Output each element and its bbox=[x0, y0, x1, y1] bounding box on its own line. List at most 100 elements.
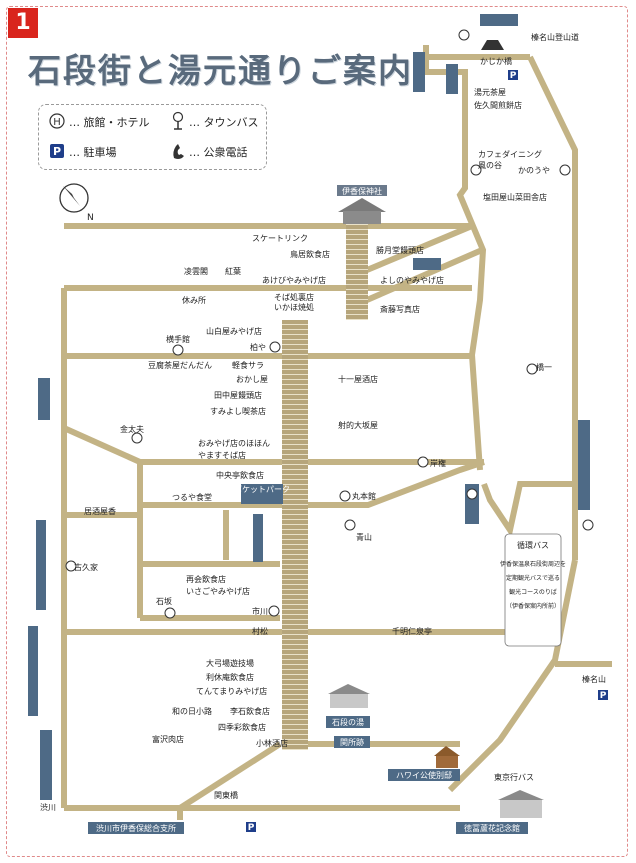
parking-icon: P bbox=[50, 144, 64, 158]
svg-text:渋川: 渋川 bbox=[40, 802, 56, 812]
svg-text:H: H bbox=[53, 117, 61, 128]
dashed-frame bbox=[6, 6, 628, 857]
svg-text:古久家: 古久家 bbox=[74, 562, 98, 572]
svg-text:N: N bbox=[87, 213, 94, 223]
svg-text:かじか橋: かじか橋 bbox=[480, 56, 512, 66]
shibukawa-shisho-sign: 渋川市伊香保総合支所 bbox=[96, 823, 176, 833]
page-number-badge: 1 bbox=[8, 8, 38, 38]
svg-text:和の日小路: 和の日小路 bbox=[172, 706, 212, 716]
svg-text:いさごやみやげ店: いさごやみやげ店 bbox=[186, 586, 250, 596]
svg-text:柏や: 柏や bbox=[250, 342, 266, 352]
svg-text:榛名山: 榛名山 bbox=[582, 674, 606, 684]
svg-text:村松: 村松 bbox=[252, 626, 268, 636]
legend: H … 旅館・ホテル … タウンバス P … 駐車場 … 公衆電話 bbox=[38, 104, 267, 170]
parking-markers: P P P bbox=[246, 70, 608, 833]
svg-text:大弓場遊技場: 大弓場遊技場 bbox=[206, 658, 254, 668]
svg-text:豆腐茶屋だんだん: 豆腐茶屋だんだん bbox=[148, 360, 212, 370]
svg-text:中央亭飲食店: 中央亭飲食店 bbox=[216, 470, 264, 480]
svg-text:岸権: 岸権 bbox=[430, 458, 446, 468]
svg-text:いかほ焼処: いかほ焼処 bbox=[274, 302, 314, 312]
svg-text:榛名山登山道: 榛名山登山道 bbox=[531, 32, 579, 42]
svg-text:千明仁泉亭: 千明仁泉亭 bbox=[392, 626, 432, 636]
svg-text:てんてまりみやげ店: てんてまりみやげ店 bbox=[196, 686, 267, 696]
svg-text:（伊香保案内所前）: （伊香保案内所前） bbox=[506, 602, 560, 610]
svg-text:観光コースのりば: 観光コースのりば bbox=[509, 588, 557, 596]
svg-text:十一屋酒店: 十一屋酒店 bbox=[338, 374, 378, 384]
street-labels: スケートリンク 榛名山登山道 かじか橋 湯元茶屋 佐久間煎餅店 カフェダイニング… bbox=[40, 32, 606, 812]
svg-text:関東橋: 関東橋 bbox=[214, 790, 238, 800]
stone-stairway bbox=[282, 320, 308, 750]
svg-text:P: P bbox=[248, 823, 255, 833]
building-illustrations bbox=[328, 40, 544, 818]
svg-text:スケートリンク: スケートリンク bbox=[252, 234, 308, 243]
svg-text:よしのやみやげ店: よしのやみやげ店 bbox=[380, 275, 444, 285]
svg-text:鳥居飲食店: 鳥居飲食店 bbox=[290, 249, 330, 259]
bus-stop-icon bbox=[172, 111, 184, 130]
svg-text:勝月堂饅頭店: 勝月堂饅頭店 bbox=[376, 245, 424, 255]
hotel-icon: H bbox=[49, 113, 65, 129]
svg-text:休み所: 休み所 bbox=[182, 295, 206, 305]
legend-hotel-label: … 旅館・ホテル bbox=[69, 116, 150, 129]
svg-text:かのうや: かのうや bbox=[518, 166, 550, 175]
svg-text:やますそば店: やますそば店 bbox=[198, 450, 246, 460]
svg-text:紅葉: 紅葉 bbox=[225, 266, 241, 276]
svg-text:再会飲食店: 再会飲食店 bbox=[186, 574, 226, 584]
svg-text:利休庵飲食店: 利休庵飲食店 bbox=[206, 672, 254, 682]
svg-text:斎藤写真店: 斎藤写真店 bbox=[380, 304, 420, 314]
svg-text:P: P bbox=[510, 71, 517, 81]
svg-text:金太夫: 金太夫 bbox=[120, 424, 144, 434]
svg-text:循環バス: 循環バス bbox=[517, 540, 549, 550]
svg-text:塩田屋山菜田舎店: 塩田屋山菜田舎店 bbox=[483, 192, 547, 202]
svg-text:つるや食堂: つるや食堂 bbox=[172, 492, 212, 502]
legend-phone-label: … 公衆電話 bbox=[189, 146, 248, 159]
svg-text:石坂: 石坂 bbox=[156, 596, 172, 606]
svg-text:東京行バス: 東京行バス bbox=[494, 772, 534, 782]
svg-text:すみよし喫茶店: すみよし喫茶店 bbox=[210, 406, 266, 416]
pocket-park-sign: ポケットパーク bbox=[234, 485, 290, 494]
ikaho-shrine: 伊香保神社 bbox=[337, 185, 387, 224]
svg-text:山白屋みやげ店: 山白屋みやげ店 bbox=[206, 326, 262, 336]
svg-text:田中屋饅頭店: 田中屋饅頭店 bbox=[214, 390, 262, 400]
svg-text:あけびやみやげ店: あけびやみやげ店 bbox=[262, 275, 326, 285]
hawaii-sign: ハワイ公使別邸 bbox=[396, 770, 452, 780]
svg-text:居酒屋香: 居酒屋香 bbox=[84, 506, 116, 516]
svg-text:四季彩飲食店: 四季彩飲食店 bbox=[218, 722, 266, 732]
roads bbox=[61, 45, 612, 820]
legend-bus-label: … タウンバス bbox=[189, 116, 259, 129]
svg-text:佐久間煎餅店: 佐久間煎餅店 bbox=[474, 100, 522, 110]
compass: N bbox=[59, 183, 94, 223]
svg-text:市川: 市川 bbox=[252, 606, 268, 616]
svg-text:P: P bbox=[53, 145, 61, 158]
svg-text:伊香保温泉石段街周辺を: 伊香保温泉石段街周辺を bbox=[500, 560, 566, 568]
svg-text:そば処裏店: そば処裏店 bbox=[274, 292, 314, 302]
svg-text:軽食サラ: 軽食サラ bbox=[232, 360, 264, 370]
svg-text:凌雲閣: 凌雲閣 bbox=[184, 266, 208, 276]
svg-text:カフェダイニング: カフェダイニング bbox=[478, 149, 542, 159]
phone-icon bbox=[173, 144, 184, 159]
svg-text:射的大坂屋: 射的大坂屋 bbox=[338, 420, 378, 430]
landmark-sign-group: ポケットパーク 石段の湯 関所跡 ハワイ公使別邸 徳冨蘆花記念館 渋川市伊香保総… bbox=[28, 14, 590, 834]
svg-text:李石飲食店: 李石飲食店 bbox=[230, 706, 270, 716]
svg-text:おみやげ店のほほん: おみやげ店のほほん bbox=[198, 438, 270, 448]
svg-text:湯元茶屋: 湯元茶屋 bbox=[474, 87, 506, 97]
svg-text:富沢肉店: 富沢肉店 bbox=[152, 734, 184, 744]
sekisho-sign: 関所跡 bbox=[340, 737, 364, 747]
ishidan-no-yu-sign: 石段の湯 bbox=[332, 717, 364, 727]
map-title: 石段街と湯元通りご案内 bbox=[28, 51, 413, 90]
svg-text:横手館: 横手館 bbox=[166, 334, 190, 344]
svg-text:伊香保神社: 伊香保神社 bbox=[342, 186, 382, 196]
legend-parking-label: … 駐車場 bbox=[69, 146, 117, 159]
svg-text:小林酒店: 小林酒店 bbox=[256, 738, 288, 748]
hotel-markers bbox=[65, 29, 594, 619]
tokutomi-sign: 徳冨蘆花記念館 bbox=[464, 823, 520, 833]
shrine-stairway bbox=[346, 222, 368, 320]
svg-text:橋一: 橋一 bbox=[536, 362, 552, 372]
svg-text:丸本館: 丸本館 bbox=[352, 491, 376, 501]
bus-notice: 循環バス 伊香保温泉石段街周辺を 定期観光バスで巡る 観光コースのりば （伊香保… bbox=[500, 533, 566, 647]
svg-text:P: P bbox=[600, 691, 607, 701]
svg-text:定期観光バスで巡る: 定期観光バスで巡る bbox=[506, 574, 560, 582]
svg-text:おかし屋: おかし屋 bbox=[236, 375, 268, 384]
svg-text:青山: 青山 bbox=[356, 532, 372, 542]
